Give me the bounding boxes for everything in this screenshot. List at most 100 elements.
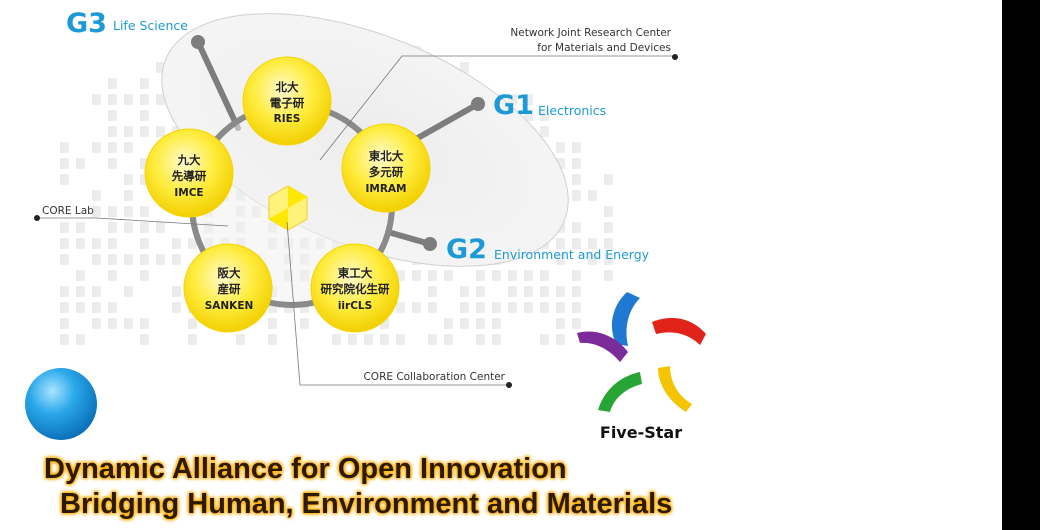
map-dot [460,302,469,313]
map-dot [444,334,453,345]
map-dot [76,238,85,249]
node-ries-line1: 北大 [276,80,299,94]
callout-network-line2: for Materials and Devices [537,42,671,54]
callout-core-collab: CORE Collaboration Center [363,371,505,383]
map-dot [60,174,69,185]
map-dot [364,334,373,345]
map-dot [124,286,133,297]
map-dot [140,270,149,281]
map-dot [572,142,581,153]
map-dot [556,142,565,153]
map-dot [492,334,501,345]
map-dot [300,318,309,329]
map-dot [588,238,597,249]
node-imce-abbr: IMCE [174,187,203,199]
map-dot [124,174,133,185]
map-dot [124,142,133,153]
map-dot [108,302,117,313]
spoke-g3-end [191,35,205,49]
map-dot [108,78,117,89]
node-iircls-abbr: iirCLS [338,300,372,312]
map-dot [108,126,117,137]
callout-core-lab: CORE Lab [42,205,94,217]
map-dot [140,78,149,89]
map-dot [92,254,101,265]
map-dot [508,94,517,105]
map-dot [604,254,613,265]
map-dot [108,206,117,217]
callout-line-network [319,55,675,161]
map-dot [124,94,133,105]
map-dot [460,62,469,73]
map-dot [76,302,85,313]
map-dot [540,334,549,345]
map-dot [268,302,277,313]
spoke-g2 [385,229,433,247]
map-dot [556,158,565,169]
map-dot [460,286,469,297]
map-dot [60,238,69,249]
map-dot [76,334,85,345]
map-dot [156,94,165,105]
map-dot [540,110,549,121]
map-dot [76,286,85,297]
map-dot [428,334,437,345]
node-sanken: 阪大 産研 SANKEN [183,243,273,333]
map-dot [540,302,549,313]
map-dot [572,238,581,249]
map-dot [172,254,181,265]
map-dot [428,302,437,313]
spoke-g3 [195,39,241,131]
map-dot [140,110,149,121]
map-dot [156,222,165,233]
map-dot [140,206,149,217]
map-dot [540,286,549,297]
map-dot [524,110,533,121]
group-g1-code: G1 [493,90,534,121]
map-dot [476,270,485,281]
node-imce-line2: 先導研 [172,169,207,183]
callout-line-corelab [37,217,229,227]
map-dot [524,286,533,297]
map-dot [108,254,117,265]
node-imram-line1: 東北大 [369,149,404,163]
logo-swoosh-yellow [658,366,692,412]
map-dot [380,334,389,345]
map-dot [140,158,149,169]
map-dot [268,334,277,345]
tagline: Dynamic Alliance for Open Innovation Bri… [44,452,724,522]
node-imram: 東北大 多元研 IMRAM [341,123,431,213]
map-dot [540,126,549,137]
map-dot [556,286,565,297]
group-g2-name: Environment and Energy [494,247,650,262]
map-dot [108,110,117,121]
group-g1-name: Electronics [538,103,606,118]
map-dot [460,318,469,329]
five-star-logo: Five-Star [577,292,706,442]
map-dot [476,302,485,313]
tagline-line1: Dynamic Alliance for Open Innovation [44,453,567,485]
map-dot [60,222,69,233]
map-dot [572,302,581,313]
group-g3-code: G3 [66,8,107,39]
node-sanken-line1: 阪大 [218,266,241,280]
map-dot [108,270,117,281]
map-dot [60,254,69,265]
map-dot [572,158,581,169]
tagline-line2: Bridging Human, Environment and Material… [60,488,673,520]
map-dot [60,302,69,313]
map-dot [124,190,133,201]
map-dot [92,206,101,217]
map-dot [140,238,149,249]
map-dot [188,318,197,329]
map-dot [60,158,69,169]
node-iircls-line2: 研究院化生研 [321,282,390,296]
core-hexagon-facet [288,186,307,208]
map-dot [380,318,389,329]
map-dot [60,318,69,329]
map-dot [108,158,117,169]
node-sanken-abbr: SANKEN [205,300,254,312]
map-dot [156,254,165,265]
